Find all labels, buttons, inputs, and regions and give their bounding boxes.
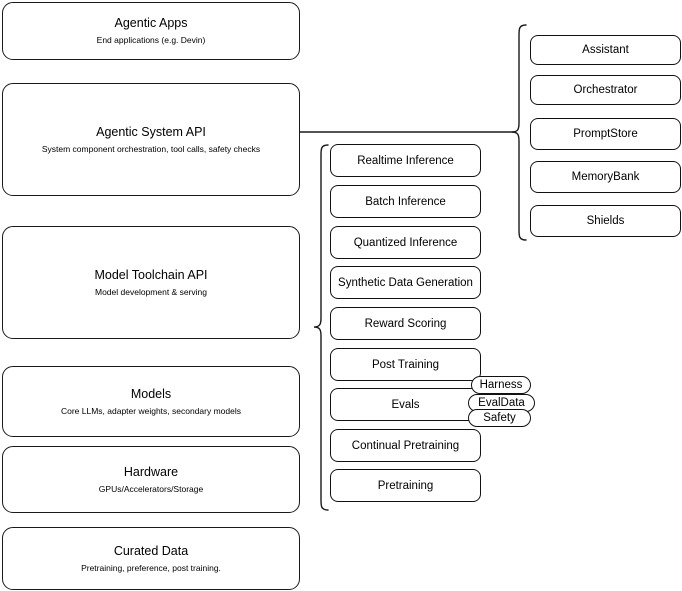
system-chip-shields[interactable]: Shields <box>530 205 681 237</box>
evals-pill-harness[interactable]: Harness <box>471 376 531 394</box>
toolchain-chip-post-training[interactable]: Post Training <box>330 348 481 381</box>
toolchain-chip-synthetic-data-generation[interactable]: Synthetic Data Generation <box>330 266 481 299</box>
layer-subtitle: Model development & serving <box>95 286 207 297</box>
layer-subtitle: GPUs/Accelerators/Storage <box>98 483 204 494</box>
toolchain-chip-evals[interactable]: Evals <box>330 388 481 421</box>
toolchain-chip-quantized-inference[interactable]: Quantized Inference <box>330 226 481 259</box>
layer-title: Agentic System API <box>96 124 206 139</box>
brace-toolchain-components <box>310 144 330 512</box>
layer-title: Models <box>130 386 172 401</box>
layer-subtitle: End applications (e.g. Devin) <box>96 35 206 45</box>
layer-box-agentic-apps[interactable]: Agentic Apps End applications (e.g. Devi… <box>2 2 300 60</box>
toolchain-chip-batch-inference[interactable]: Batch Inference <box>330 185 481 218</box>
system-chip-promptstore[interactable]: PromptStore <box>530 118 681 150</box>
layer-subtitle: Pretraining, preference, post training. <box>81 562 221 573</box>
toolchain-chip-realtime-inference[interactable]: Realtime Inference <box>330 144 481 177</box>
layer-box-hardware[interactable]: Hardware GPUs/Accelerators/Storage <box>2 446 300 513</box>
layer-title: Hardware <box>123 464 179 479</box>
layer-box-curated-data[interactable]: Curated Data Pretraining, preference, po… <box>2 527 300 590</box>
system-chip-orchestrator[interactable]: Orchestrator <box>530 75 681 105</box>
layer-subtitle: System component orchestration, tool cal… <box>41 143 261 154</box>
layer-title: Curated Data <box>113 543 189 558</box>
evals-pill-safety[interactable]: Safety <box>468 409 531 427</box>
layer-box-models[interactable]: Models Core LLMs, adapter weights, secon… <box>2 366 300 437</box>
brace-system-components <box>508 24 528 242</box>
toolchain-chip-pretraining[interactable]: Pretraining <box>330 469 481 502</box>
connector-system-api-to-components <box>300 122 520 142</box>
toolchain-chip-reward-scoring[interactable]: Reward Scoring <box>330 307 481 340</box>
layer-subtitle: Core LLMs, adapter weights, secondary mo… <box>60 405 241 416</box>
layer-title: Agentic Apps <box>114 16 188 30</box>
system-chip-memorybank[interactable]: MemoryBank <box>530 161 681 193</box>
system-chip-assistant[interactable]: Assistant <box>530 35 681 65</box>
layer-title: Model Toolchain API <box>94 267 208 282</box>
layer-box-model-toolchain-api[interactable]: Model Toolchain API Model development & … <box>2 226 300 339</box>
toolchain-chip-continual-pretraining[interactable]: Continual Pretraining <box>330 429 481 462</box>
layer-box-agentic-system-api[interactable]: Agentic System API System component orch… <box>2 83 300 196</box>
